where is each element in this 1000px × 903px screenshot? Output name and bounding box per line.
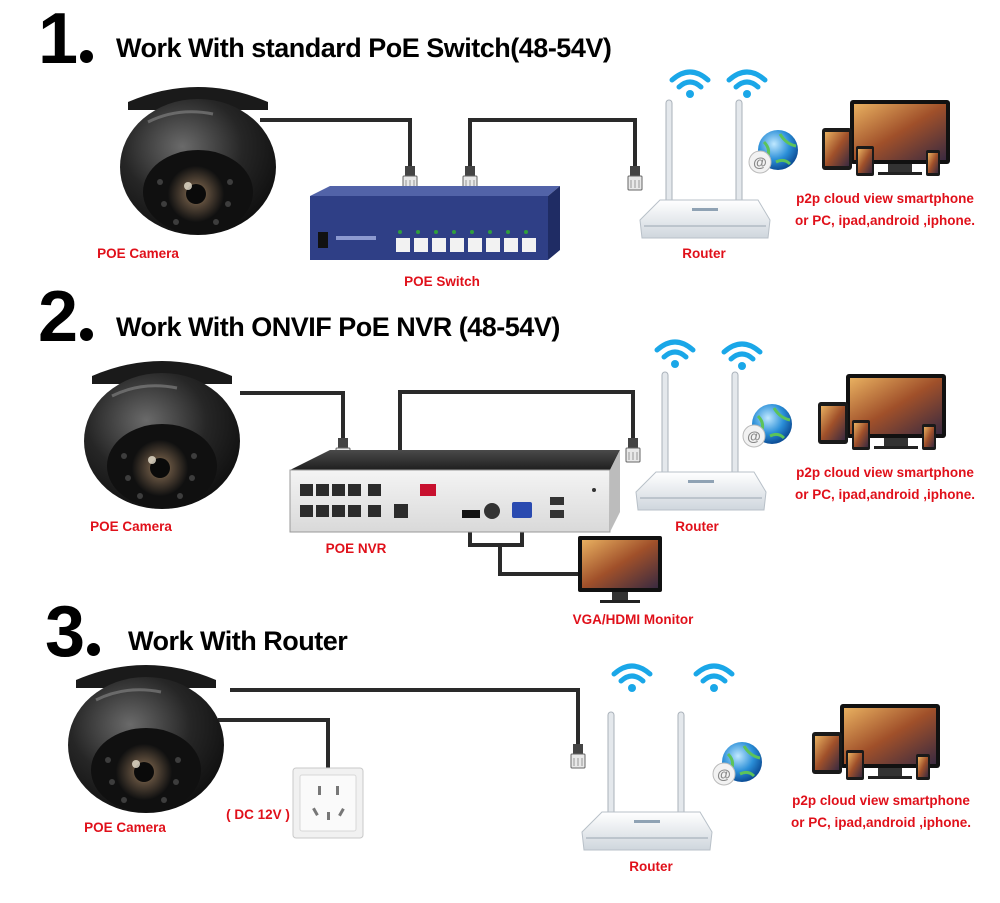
poe-switch-icon xyxy=(310,186,560,260)
p2p-caption-line2: or PC, ipad,android ,iphone. xyxy=(794,487,976,502)
section-2-camera-label: POE Camera xyxy=(90,519,172,534)
p2p-caption-line2: or PC, ipad,android ,iphone. xyxy=(794,213,976,228)
rj45-connector-icon xyxy=(570,743,586,769)
number-dot xyxy=(87,643,101,656)
cloud-globe-icon xyxy=(747,128,800,175)
section-3-router-label: Router xyxy=(629,859,673,874)
p2p-caption-line2: or PC, ipad,android ,iphone. xyxy=(790,815,972,830)
section-1-router-label: Router xyxy=(682,246,726,261)
wifi-icon xyxy=(696,666,732,692)
section-1-cables xyxy=(260,118,637,168)
wifi-icon xyxy=(614,666,650,692)
section-3-graphics xyxy=(66,663,940,851)
rj45-connector-icon xyxy=(625,437,641,463)
nvr-icon xyxy=(289,450,620,533)
number-dot xyxy=(80,50,94,63)
wifi-icon xyxy=(729,72,765,98)
devices-icon xyxy=(822,100,950,176)
p2p-caption-line1: p2p cloud view smartphone xyxy=(796,191,974,206)
cloud-globe-icon xyxy=(741,402,794,449)
p2p-caption-line1: p2p cloud view smartphone xyxy=(796,465,974,480)
p2p-caption-line1: p2p cloud view smartphone xyxy=(792,793,970,808)
dome-camera-icon xyxy=(82,359,242,511)
router-icon xyxy=(639,99,771,239)
section-1-camera-label: POE Camera xyxy=(97,246,179,261)
section-3-power-label: ( DC 12V ) xyxy=(226,807,290,822)
section-3-camera-label: POE Camera xyxy=(84,820,166,835)
wifi-icon xyxy=(724,344,760,370)
section-1-title: Work With standard PoE Switch(48-54V) xyxy=(116,33,612,63)
number-dot xyxy=(80,328,94,341)
section-1-graphics xyxy=(118,72,950,260)
section-2-title: Work With ONVIF PoE NVR (48-54V) xyxy=(116,312,560,342)
section-3-cables xyxy=(218,688,580,800)
rj45-connector-icon xyxy=(627,165,643,191)
section-3-p2p-caption: p2p cloud view smartphone or PC, ipad,and… xyxy=(791,790,971,834)
section-2-number: 2 xyxy=(38,281,94,353)
section-3-title: Work With Router xyxy=(128,626,348,656)
section-2-p2p-caption: p2p cloud view smartphone or PC, ipad,and… xyxy=(795,462,975,506)
section-1-p2p-caption: p2p cloud view smartphone or PC, ipad,and… xyxy=(795,188,975,232)
cloud-globe-icon xyxy=(711,740,764,787)
wifi-icon xyxy=(672,72,708,98)
wall-socket-icon xyxy=(292,767,364,839)
section-1-number: 1 xyxy=(38,3,94,75)
section-1-switch-label: POE Switch xyxy=(404,274,480,289)
dome-camera-icon xyxy=(66,663,226,815)
dome-camera-icon xyxy=(118,85,278,237)
monitor-icon xyxy=(578,536,662,603)
router-icon xyxy=(581,711,713,851)
section-3-number: 3 xyxy=(45,596,101,668)
section-2-graphics xyxy=(82,342,946,603)
section-2-router-label: Router xyxy=(675,519,719,534)
section-2-monitor-label: VGA/HDMI Monitor xyxy=(572,612,694,627)
section-2-nvr-label: POE NVR xyxy=(325,541,387,556)
devices-icon xyxy=(818,374,946,450)
wifi-icon xyxy=(657,342,693,368)
devices-icon xyxy=(812,704,940,780)
